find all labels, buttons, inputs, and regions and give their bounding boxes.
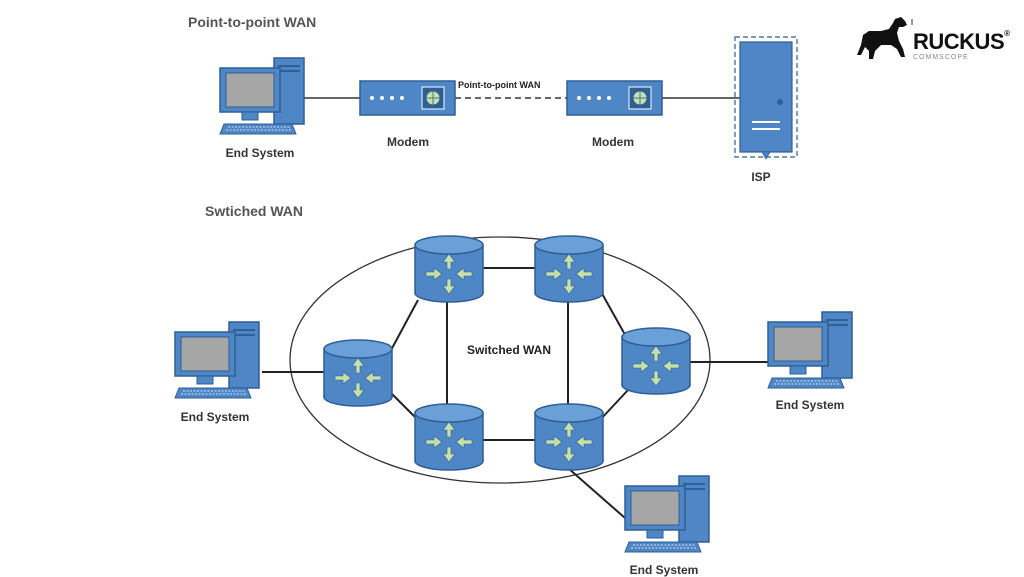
switch-bottom-right-icon [534,403,604,471]
dog-logo-icon [857,17,913,59]
switch-bottom-left-icon [414,403,484,471]
point-to-point-link-label: Point-to-point WAN [458,80,541,90]
end-system-bottom-label: End System [629,563,699,577]
end-system-bottom-icon [624,475,710,553]
point-to-point-title: Point-to-point WAN [188,14,317,30]
logo-subtext: COMMSCOPE [913,54,969,61]
end-system-left-label: End System [180,410,250,424]
end-system-icon [219,57,305,135]
modem-left-label: Modem [387,135,429,149]
end-system-label: End System [225,146,295,160]
ruckus-logo: RUCKUS® COMMSCOPE [855,5,1015,65]
switched-wan-title: Swtiched WAN [205,203,304,219]
modem-right-label: Modem [592,135,634,149]
isp-label: ISP [751,170,771,184]
switched-wan-center-label: Switched WAN [467,343,552,357]
logo-wordmark: RUCKUS® [913,29,1010,54]
end-system-right-icon [767,311,853,389]
end-system-left-icon [174,321,260,399]
switch-left-icon [323,339,393,407]
switch-top-left-icon [414,235,484,303]
switch-right-icon [621,327,691,395]
end-system-right-label: End System [775,398,845,412]
isp-server-icon [734,36,798,160]
switch-top-right-icon [534,235,604,303]
modem-left-icon [359,80,456,116]
modem-right-icon [566,80,663,116]
switched-wan-cloud [289,236,711,484]
